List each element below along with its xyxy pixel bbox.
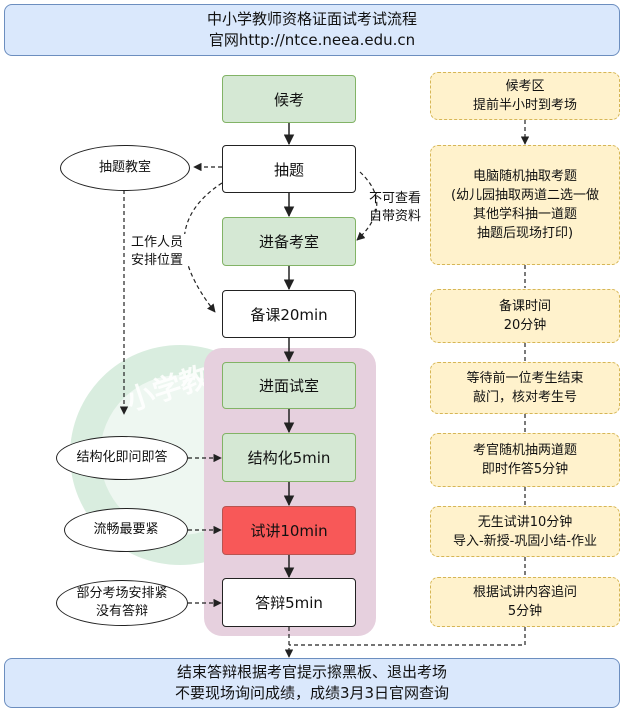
lecture-tip-label: 流畅最要紧 [93,522,159,537]
step-enter-room: 进面试室 [222,362,356,409]
step-prep-label: 备课20min [250,305,328,324]
note-waiting-area: 候考区 提前半小时到考场 [430,72,620,120]
note-examiner-line2: 即时作答5分钟 [481,462,569,477]
note-prep-time-line2: 20分钟 [503,318,547,333]
note-prep-time: 备课时间 20分钟 [430,289,620,343]
step-draw-label: 抽题 [273,160,304,179]
note-examiner-questions: 考官随机抽两道题 即时作答5分钟 [430,433,620,487]
note-prep-time-line1: 备课时间 [498,299,551,314]
step-structured: 结构化5min [222,433,356,482]
note-waiting-area-line2: 提前半小时到考场 [472,98,577,113]
no-materials-label: 不可查看 自带资料 [362,190,428,226]
step-prep: 备课20min [222,290,356,338]
step-lecture: 试讲10min [222,506,356,555]
website-url: 官网http://ntce.neea.edu.cn [208,31,416,49]
note-examiner-line1: 考官随机抽两道题 [472,443,577,458]
footer-line1: 结束答辩根据考官提示擦黑板、退出考场 [176,663,447,681]
no-materials-line1: 不可查看 [368,191,421,206]
step-defense-label: 答辩5min [255,594,323,612]
footer-banner: 结束答辩根据考官提示擦黑板、退出考场 不要现场询问成绩，成绩3月3日官网查询 [4,658,620,708]
note-followup-line1: 根据试讲内容追问 [472,585,577,600]
structured-tip-label: 结构化即问即答 [76,450,168,465]
defense-tip-line2: 没有答辩 [95,604,148,619]
page-title: 中小学教师资格证面试考试流程 [206,10,417,28]
defense-tip-ellipse: 部分考场安排紧 没有答辩 [56,580,188,626]
footer-line2: 不要现场询问成绩，成绩3月3日官网查询 [174,684,450,702]
step-waiting: 候考 [222,75,356,123]
staff-label: 工作人员 安排位置 [126,234,188,270]
note-followup: 根据试讲内容追问 5分钟 [430,577,620,627]
note-draw-info: 电脑随机抽取考题 (幼儿园抽取两道二选一做 其他学科抽一道题 抽题后现场打印) [430,145,620,265]
step-prep-room: 进备考室 [222,217,356,266]
draw-room-ellipse: 抽题教室 [60,145,190,191]
staff-line1: 工作人员 [130,235,183,250]
note-wait-prev: 等待前一位考生结束 敲门，核对考生号 [430,362,620,414]
draw-room-label: 抽题教室 [98,160,151,175]
step-prep-room-label: 进备考室 [258,233,319,251]
note-wait-prev-line1: 等待前一位考生结束 [466,371,584,386]
structured-tip-ellipse: 结构化即问即答 [56,436,188,480]
note-draw-info-line4: 抽题后现场打印) [476,226,574,241]
note-draw-info-line3: 其他学科抽一道题 [472,207,577,222]
note-draw-info-line2: (幼儿园抽取两道二选一做 [450,188,600,203]
step-draw: 抽题 [222,145,356,193]
defense-tip-line1: 部分考场安排紧 [76,586,168,601]
step-enter-room-label: 进面试室 [258,377,319,395]
staff-line2: 安排位置 [130,253,183,268]
note-no-student-line2: 导入-新授-巩固小结-作业 [452,533,598,549]
step-structured-label: 结构化5min [247,449,331,467]
note-no-student-line1: 无生试讲10分钟 [477,514,573,530]
note-wait-prev-line2: 敲门，核对考生号 [472,390,577,405]
step-lecture-label: 试讲10min [250,522,328,540]
title-banner: 中小学教师资格证面试考试流程 官网http://ntce.neea.edu.cn [4,4,620,56]
no-materials-line2: 自带资料 [368,209,421,224]
step-waiting-label: 候考 [273,90,304,109]
lecture-tip-ellipse: 流畅最要紧 [64,508,188,552]
note-waiting-area-line1: 候考区 [505,79,545,94]
note-draw-info-line1: 电脑随机抽取考题 [472,169,577,184]
step-defense: 答辩5min [222,578,356,627]
note-followup-line2: 5分钟 [507,604,543,619]
note-no-student-lecture: 无生试讲10分钟 导入-新授-巩固小结-作业 [430,506,620,557]
